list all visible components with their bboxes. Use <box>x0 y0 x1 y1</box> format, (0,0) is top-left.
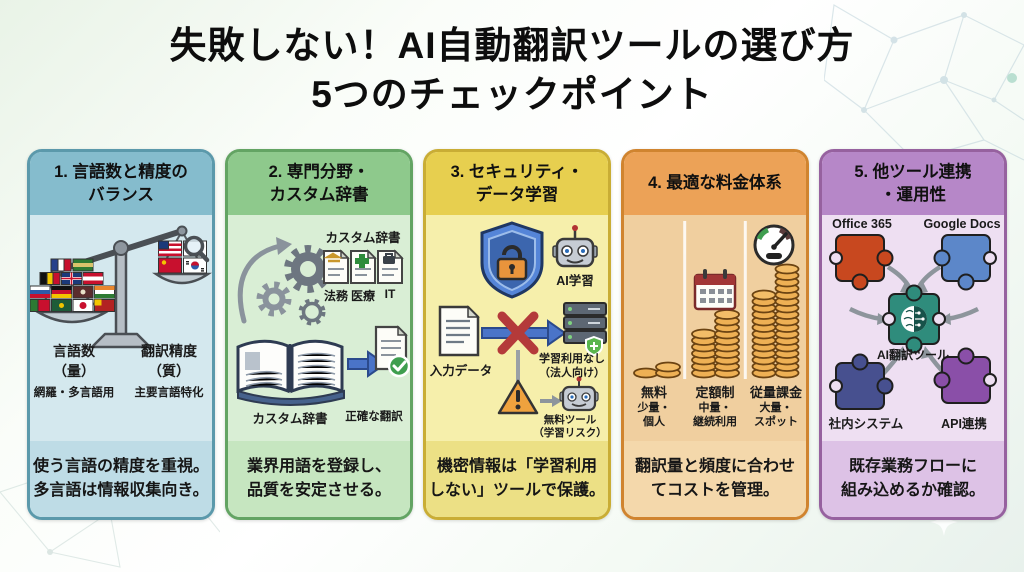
tag-legal: 法務 <box>323 289 348 303</box>
dictionary-illustration <box>236 237 410 406</box>
robot-icon <box>552 225 598 268</box>
card4-header: 4. 最適な料金体系 <box>624 152 806 215</box>
accurate-translation-label: 正確な翻訳 <box>345 411 403 423</box>
card5-illustration: Office 365 Google Docs AI翻訳ツール 社内システム AP… <box>822 215 1004 441</box>
balance-scale-icon <box>30 225 212 349</box>
tier-free-title: 無料 <box>640 385 667 400</box>
internal-system-label: 社内システム <box>828 417 904 431</box>
card-tool-integration: 5. 他ツール連携 ・運用性 <box>819 149 1007 520</box>
integration-illustration <box>829 234 997 410</box>
curved-arrow-icon <box>237 237 292 324</box>
coverage-note: 網羅・多言語用 <box>33 387 115 399</box>
card2-illustration: カスタム辞書 法務 医療 IT カスタム辞書 正確な翻訳 <box>228 215 410 441</box>
page-title-line2: 5つのチェックポイント <box>311 73 713 115</box>
blocked-arrow-icon <box>481 311 567 355</box>
card1-caption: 使う言語の精度を重視。 多言語は情報収集向き。 <box>30 441 212 517</box>
calendar-icon <box>693 269 737 311</box>
warning-triangle-icon <box>497 379 539 415</box>
card5-heading-line1: 5. 他ツール連携 <box>854 162 972 181</box>
no-learning-label: 学習利用なし （法人向け） <box>539 353 605 379</box>
card4-caption: 翻訳量と頻度に合わせ てコストを管理。 <box>624 441 806 517</box>
coin-stack-icons <box>633 263 800 379</box>
card3-illustration: AI学習 入力データ 学習利用なし （法人向け） 無料ツール （学習リスク） <box>426 215 608 441</box>
card1-illustration: 言語数 （量） 網羅・多言語用 翻訳精度 （質） 主要言語特化 <box>30 215 212 441</box>
accuracy-label: 翻訳精度 <box>141 343 197 359</box>
pricing-illustration <box>633 221 800 379</box>
tag-medical: 医療 <box>350 289 375 303</box>
api-puzzle <box>933 347 997 404</box>
google-docs-puzzle <box>933 234 997 291</box>
security-illustration <box>438 221 607 415</box>
free-tool-robot-icon <box>559 376 599 412</box>
tier-flat-rate: 定額制 中量・ 継続利用 <box>685 382 745 430</box>
checkpoint-cards: 1. 言語数と精度の バランス <box>27 149 1007 520</box>
server-shield-icon <box>563 302 607 357</box>
magnifier-icon <box>183 235 210 263</box>
quality-label: （質） <box>148 363 190 379</box>
card-pricing: 4. 最適な料金体系 <box>621 149 809 520</box>
api-integration-label: API連携 <box>941 417 987 431</box>
gray-arrow-icon <box>540 395 562 407</box>
tier-free-sub: 少量・ 個人 <box>637 402 671 429</box>
tier-pay-per-use: 従量課金 大量・ スポット <box>746 382 806 430</box>
page-title: 失敗しない！AI自動翻訳ツールの選び方 5つのチェックポイント <box>0 22 1024 120</box>
card2-header: 2. 専門分野・ カスタム辞書 <box>228 152 410 215</box>
card3-header: 3. セキュリティ・ データ学習 <box>426 152 608 215</box>
us-flag-icon <box>158 240 182 257</box>
card2-heading-line2: カスタム辞書 <box>269 185 369 204</box>
input-document-icon <box>438 305 480 357</box>
card1-heading-line1: 1. 言語数と精度の <box>54 162 188 181</box>
book-label: カスタム辞書 <box>252 412 328 426</box>
korea-flag-icon <box>183 257 207 274</box>
card5-caption: 既存業務フローに 組み込めるか確認。 <box>822 441 1004 517</box>
languages-count-label: 言語数 <box>53 343 95 359</box>
card-security-learning: 3. セキュリティ・ データ学習 <box>423 149 611 520</box>
input-data-label: 入力データ <box>429 364 493 378</box>
page-title-line1: 失敗しない！AI自動翻訳ツールの選び方 <box>169 25 855 66</box>
right-pan-label: 翻訳精度 （質） 主要言語特化 <box>126 341 212 400</box>
tier-payg-title: 従量課金 <box>749 385 802 400</box>
ai-translation-tool-label: AI翻訳ツール <box>876 348 949 362</box>
card2-caption: 業界用語を登録し、 品質を安定させる。 <box>228 441 410 517</box>
card3-heading-line2: データ学習 <box>475 185 559 204</box>
tier-flat-title: 定額制 <box>695 385 735 400</box>
internal-system-puzzle <box>829 353 894 410</box>
tier-payg-sub: 大量・ スポット <box>754 402 798 429</box>
china-flag-icon <box>158 257 182 274</box>
office365-puzzle <box>829 234 894 291</box>
gauge-icon <box>753 224 795 266</box>
check-document-icon <box>374 325 410 378</box>
tier-flat-sub: 中量・ 継続利用 <box>693 402 737 429</box>
office365-label: Office 365 <box>832 217 892 231</box>
brain-icon <box>901 306 927 332</box>
card3-heading-line1: 3. セキュリティ・ <box>450 162 584 181</box>
document-icons <box>323 249 404 284</box>
card-language-accuracy: 1. 言語数と精度の バランス <box>27 149 215 520</box>
free-tool-label: 無料ツール （学習リスク） <box>533 414 607 439</box>
card4-heading-line1: 4. 最適な料金体系 <box>648 174 782 193</box>
custom-dictionary-title: カスタム辞書 <box>325 231 401 245</box>
puzzle-piece-icons <box>829 234 997 410</box>
ai-learning-label: AI学習 <box>556 274 594 288</box>
card1-header: 1. 言語数と精度の バランス <box>30 152 212 215</box>
card3-caption: 機密情報は「学習利用 しない」ツールで保護。 <box>426 441 608 517</box>
card5-heading-line2: ・運用性 <box>880 185 946 204</box>
major-language-note: 主要言語特化 <box>134 387 204 399</box>
card-custom-dictionary: 2. 専門分野・ カスタム辞書 <box>225 149 413 520</box>
divider-lines <box>683 221 747 379</box>
card5-header: 5. 他ツール連携 ・運用性 <box>822 152 1004 215</box>
google-docs-label: Google Docs <box>923 217 1001 231</box>
left-pan-label: 言語数 （量） 網羅・多言語用 <box>30 341 118 400</box>
card2-heading-line1: 2. 専門分野・ <box>268 162 370 181</box>
gear-icons <box>256 245 332 326</box>
open-book-icon <box>236 339 345 406</box>
shield-lock-icon <box>480 221 544 299</box>
card1-heading-line2: バランス <box>88 185 154 204</box>
flag-icons <box>30 258 115 312</box>
tag-it: IT <box>384 287 396 301</box>
quantity-label: （量） <box>53 363 95 379</box>
card4-illustration: 無料 少量・ 個人 定額制 中量・ 継続利用 従量課金 大量・ スポット <box>624 215 806 441</box>
tier-free: 無料 少量・ 個人 <box>624 382 684 430</box>
